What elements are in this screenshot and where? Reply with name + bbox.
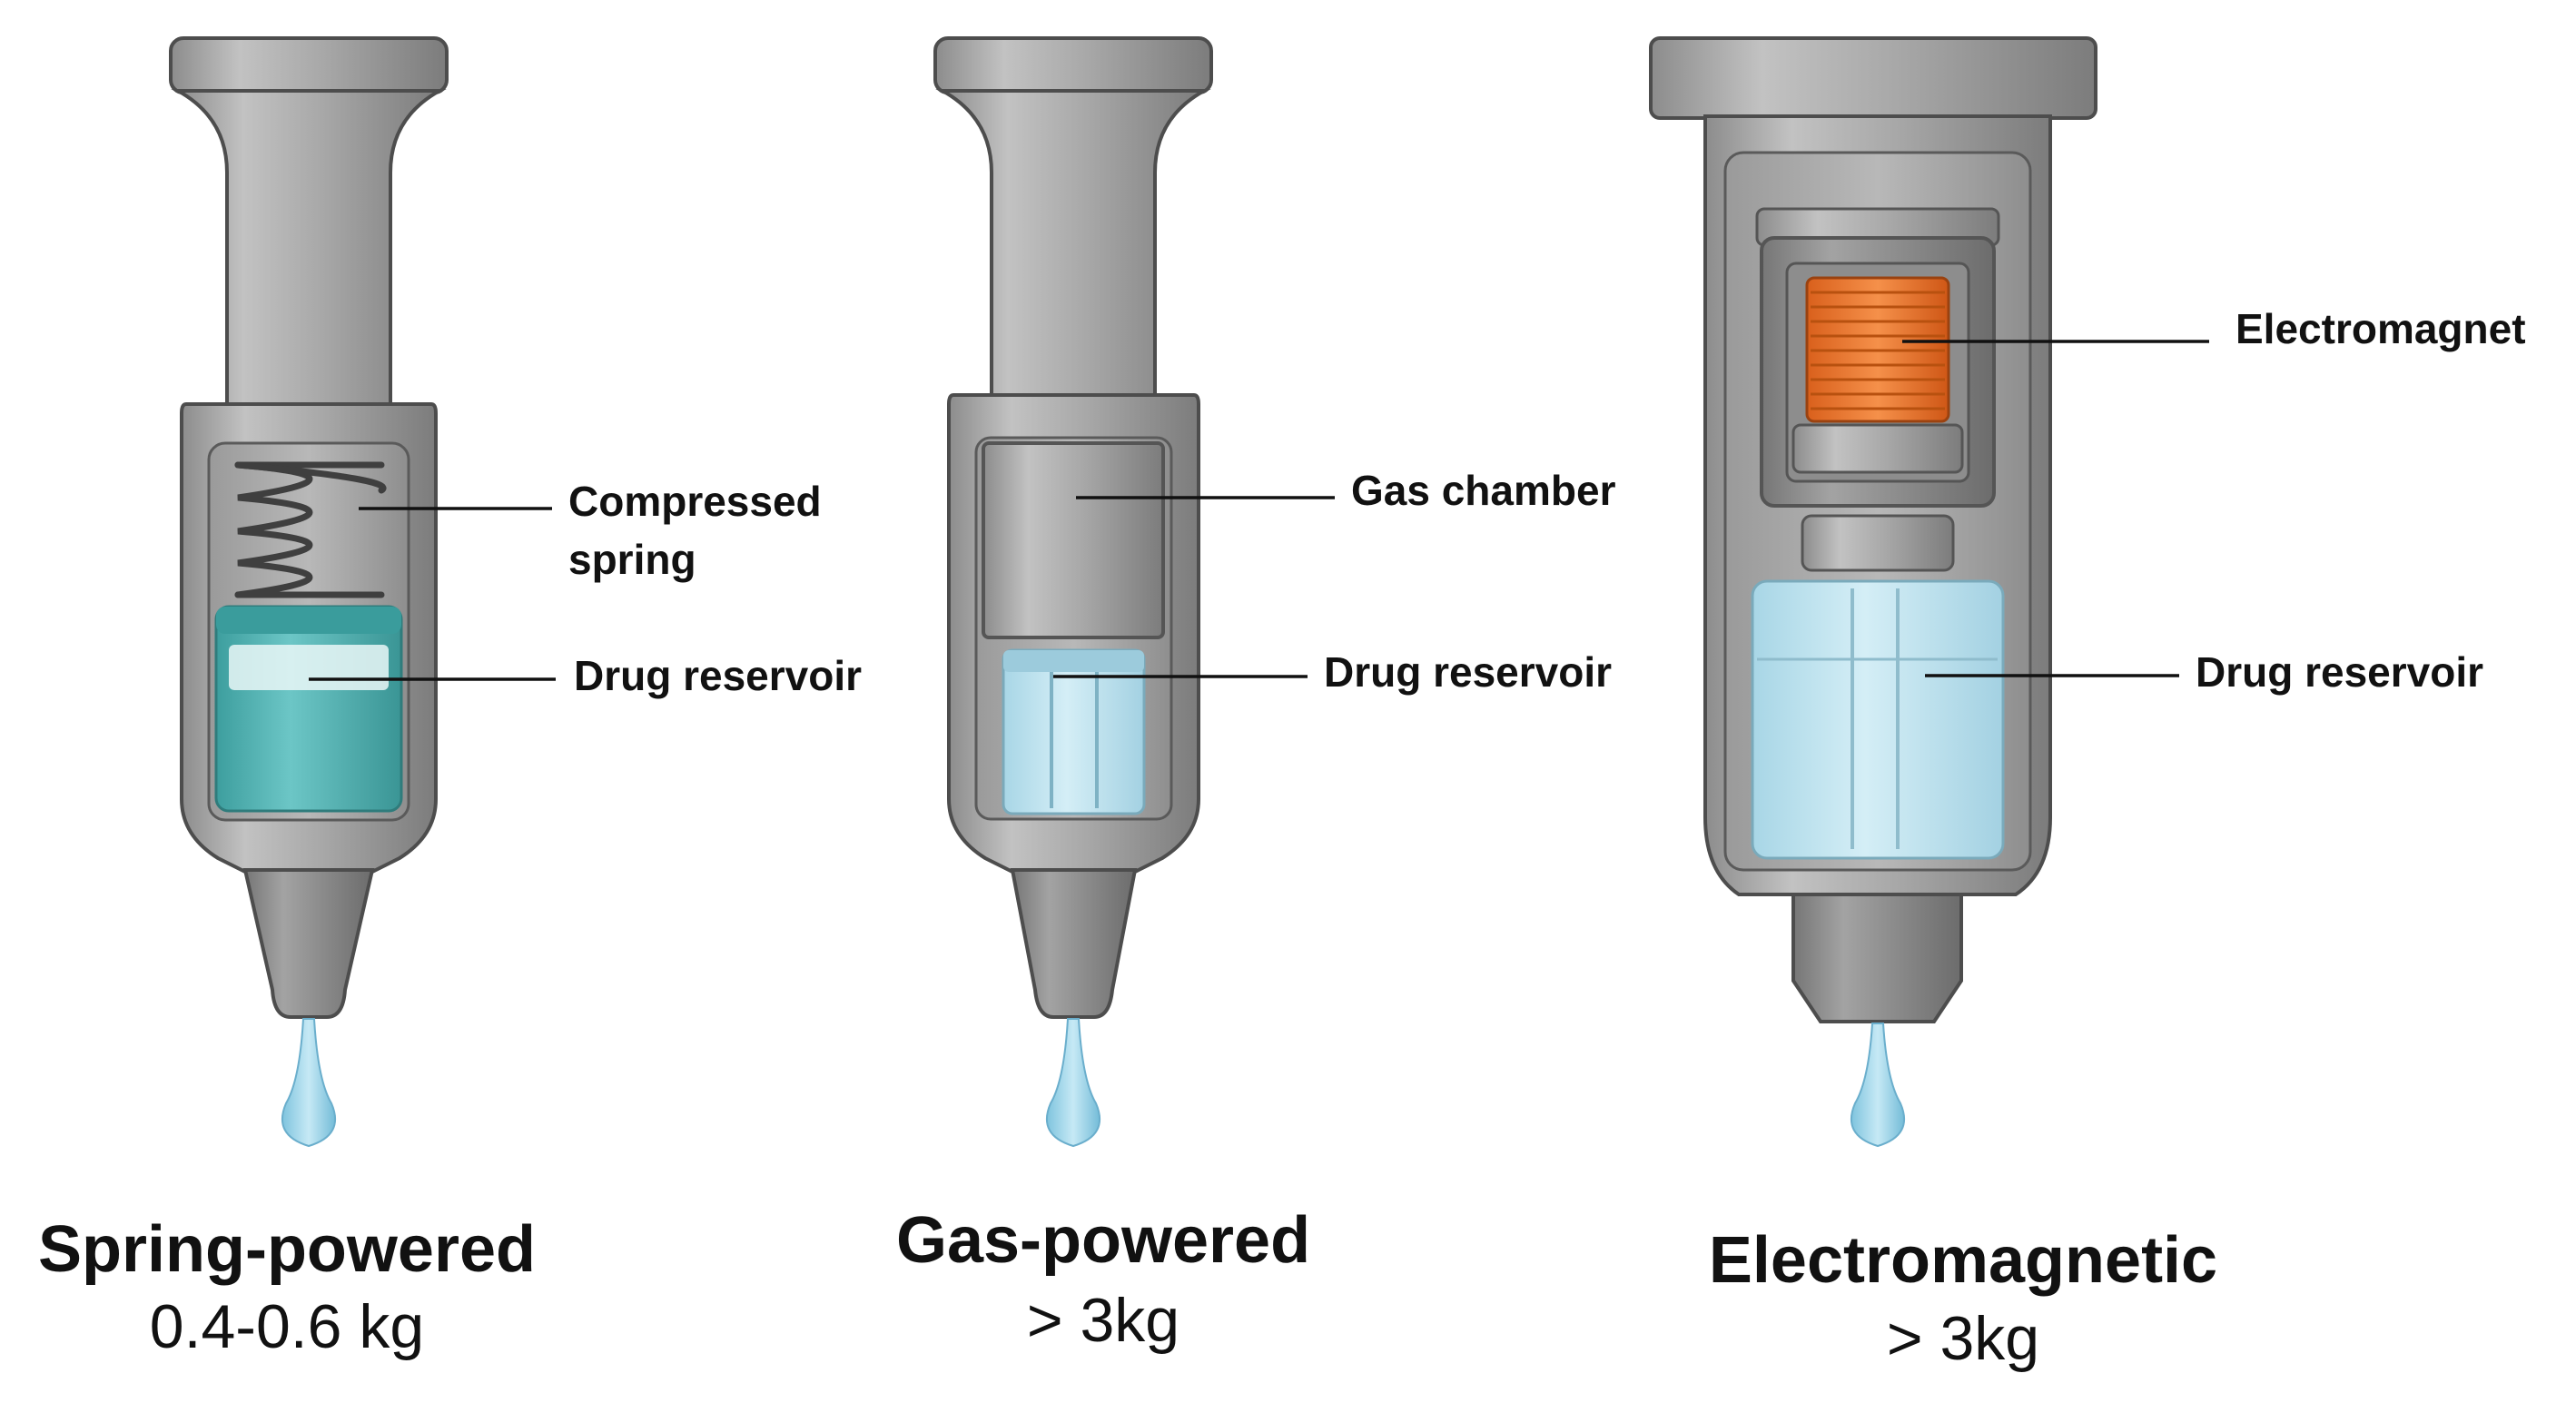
spring-powered-device: Compressed spring Drug reservoir Spring-… — [38, 36, 862, 1361]
gas-powered-title: Gas-powered — [896, 1204, 1310, 1277]
em-magnet-base — [1791, 423, 1964, 474]
electromagnet-label: Electromagnet — [2235, 305, 2526, 352]
em-drug-reservoir — [1751, 579, 2005, 860]
electromagnet-coil-windings — [1811, 291, 1945, 410]
gas-powered-device: Gas chamber Drug reservoir Gas-powered >… — [896, 36, 1616, 1355]
gas-device-handle — [935, 89, 1211, 397]
electromagnetic-title: Electromagnetic — [1709, 1224, 2217, 1297]
spring-device-nozzle — [242, 868, 375, 1019]
gas-device-cap — [933, 36, 1213, 94]
em-droplet — [1851, 1023, 1905, 1148]
spring-powered-title: Spring-powered — [38, 1213, 536, 1286]
gas-powered-weight: > 3kg — [1027, 1286, 1179, 1355]
compressed-spring — [234, 461, 387, 598]
spring-device-handle — [171, 89, 447, 406]
spring-reservoir-top-band — [216, 607, 401, 634]
gas-device-nozzle — [1010, 868, 1138, 1019]
spring-device-cap — [169, 36, 449, 94]
compressed-spring-label-line1: Compressed — [568, 478, 822, 525]
gas-droplet — [1046, 1018, 1100, 1148]
spring-drug-reservoir — [214, 605, 403, 813]
spring-reservoir-meniscus — [229, 645, 389, 690]
em-device-cap — [1649, 36, 2097, 120]
gas-drug-reservoir — [1002, 648, 1146, 815]
spring-drug-reservoir-label: Drug reservoir — [574, 652, 862, 699]
gas-chamber — [982, 441, 1165, 639]
gas-chamber-label: Gas chamber — [1351, 467, 1616, 514]
electromagnetic-device: Electromagnet Drug reservoir Electromagn… — [1649, 36, 2526, 1373]
spring-droplet — [281, 1018, 336, 1148]
compressed-spring-label-line2: spring — [568, 536, 696, 583]
em-plunger — [1801, 514, 1955, 572]
electromagnetic-weight: > 3kg — [1887, 1304, 2039, 1373]
spring-powered-weight: 0.4-0.6 kg — [150, 1292, 424, 1361]
gas-drug-reservoir-label: Drug reservoir — [1324, 648, 1612, 696]
em-device-nozzle — [1791, 893, 1963, 1023]
em-drug-reservoir-label: Drug reservoir — [2196, 648, 2483, 696]
gas-reservoir-top — [1003, 650, 1144, 672]
